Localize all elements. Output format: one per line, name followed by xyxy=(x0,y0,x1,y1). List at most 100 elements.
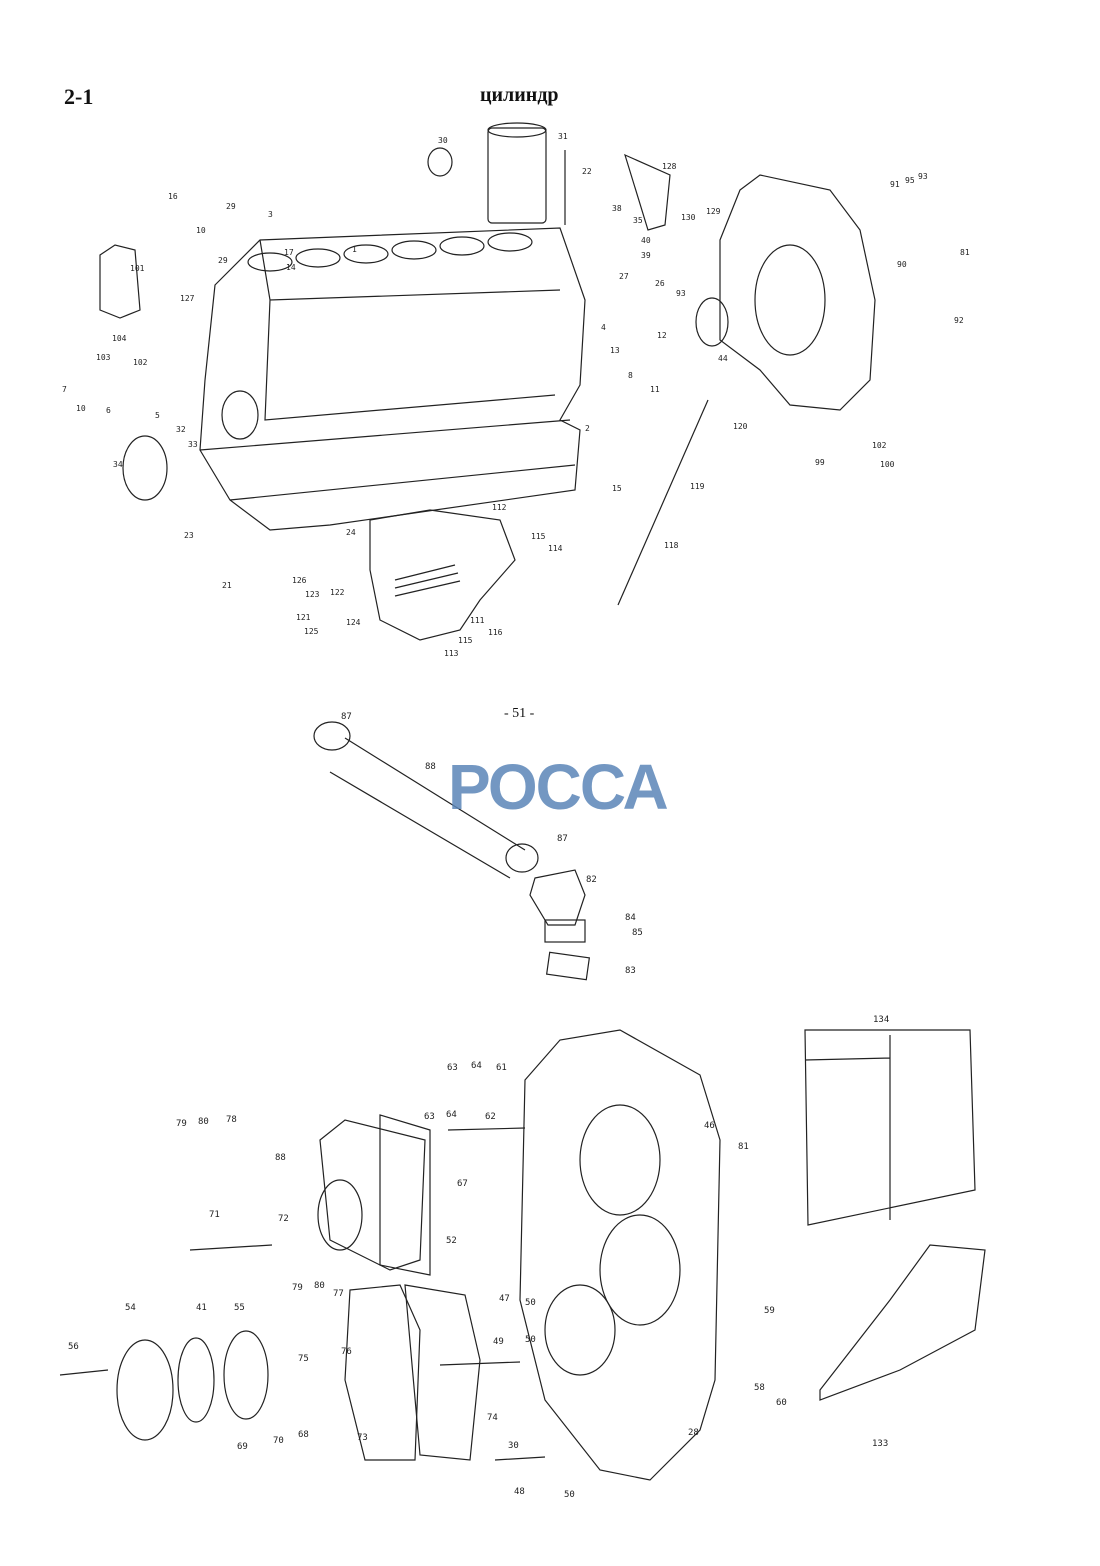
part-number-callout: 31 xyxy=(558,132,568,141)
part-number-callout: 75 xyxy=(298,1354,309,1364)
part-number-callout: 91 xyxy=(890,180,900,189)
part-number-callout: 50 xyxy=(564,1490,575,1500)
part-number-callout: 64 xyxy=(446,1110,457,1120)
part-number-callout: 23 xyxy=(184,531,194,540)
part-number-callout: 124 xyxy=(346,618,361,627)
part-number-callout: 27 xyxy=(619,272,629,281)
part-number-callout: 90 xyxy=(897,260,907,269)
part-number-callout: 1 xyxy=(352,245,357,254)
part-number-callout: 33 xyxy=(188,440,198,449)
part-number-callout: 8 xyxy=(628,371,633,380)
part-number-callout: 72 xyxy=(278,1214,289,1224)
part-number-callout: 118 xyxy=(664,541,679,550)
part-number-callout: 41 xyxy=(196,1303,207,1313)
part-number-callout: 100 xyxy=(880,460,895,469)
part-number-callout: 81 xyxy=(960,248,970,257)
part-number-callout: 87 xyxy=(341,712,352,722)
intake-pipe-drawing xyxy=(313,721,591,981)
part-number-callout: 115 xyxy=(458,636,473,645)
part-number-callout: 3 xyxy=(268,210,273,219)
part-number-callout: 74 xyxy=(487,1413,498,1423)
part-number-callout: 67 xyxy=(457,1179,468,1189)
part-number-callout: 134 xyxy=(873,1015,890,1025)
part-number-callout: 38 xyxy=(612,204,622,213)
part-number-callout: 63 xyxy=(424,1112,435,1122)
part-number-callout: 71 xyxy=(209,1210,220,1220)
part-number-callout: 76 xyxy=(341,1347,352,1357)
part-number-callout: 59 xyxy=(764,1306,775,1316)
part-number-callout: 63 xyxy=(447,1063,458,1073)
part-number-callout: 121 xyxy=(296,613,311,622)
part-number-callout: 47 xyxy=(499,1294,510,1304)
part-number-callout: 30 xyxy=(508,1441,519,1451)
part-number-callout: 93 xyxy=(676,289,686,298)
part-number-callout: 58 xyxy=(754,1383,765,1393)
part-number-callout: 29 xyxy=(218,256,228,265)
part-number-callout: 48 xyxy=(514,1487,525,1497)
page-title: цилиндр xyxy=(480,84,559,106)
part-number-callout: 93 xyxy=(918,172,928,181)
part-number-callout: 7 xyxy=(62,385,67,394)
part-number-callout: 60 xyxy=(776,1398,787,1408)
part-number-callout: 40 xyxy=(641,236,651,245)
part-number-callout: 10 xyxy=(76,404,86,413)
part-number-callout: 126 xyxy=(292,576,307,585)
part-number-callout: 127 xyxy=(180,294,195,303)
page-number: - 51 - xyxy=(504,706,535,721)
part-number-callout: 87 xyxy=(557,834,568,844)
section-number: 2-1 xyxy=(64,84,94,109)
part-number-callout: 21 xyxy=(222,581,232,590)
part-number-callout: 78 xyxy=(226,1115,237,1125)
part-number-callout: 69 xyxy=(237,1442,248,1452)
part-number-callout: 82 xyxy=(586,875,597,885)
part-number-callout: 128 xyxy=(662,162,677,171)
part-number-callout: 11 xyxy=(650,385,660,394)
part-number-callout: 129 xyxy=(706,207,721,216)
part-number-callout: 44 xyxy=(718,354,728,363)
part-number-callout: 104 xyxy=(112,334,127,343)
part-number-callout: 4 xyxy=(601,323,606,332)
part-number-callout: 88 xyxy=(275,1153,286,1163)
watermark-logo: РОССА xyxy=(448,751,669,823)
part-number-callout: 6 xyxy=(106,406,111,415)
part-number-callout: 101 xyxy=(130,264,145,273)
part-number-callout: 115 xyxy=(531,532,546,541)
part-number-callout: 84 xyxy=(625,913,636,923)
part-number-callout: 54 xyxy=(125,1303,136,1313)
part-number-callout: 29 xyxy=(226,202,236,211)
part-number-callout: 85 xyxy=(632,928,643,938)
part-number-callout: 92 xyxy=(954,316,964,325)
part-number-callout: 17 xyxy=(284,248,294,257)
part-number-callout: 68 xyxy=(298,1430,309,1440)
part-number-callout: 102 xyxy=(872,441,887,450)
part-number-callout: 99 xyxy=(815,458,825,467)
part-number-callout: 46 xyxy=(704,1121,715,1131)
part-number-callout: 112 xyxy=(492,503,507,512)
part-number-callout: 49 xyxy=(493,1337,504,1347)
part-number-callout: 32 xyxy=(176,425,186,434)
part-number-callout: 50 xyxy=(525,1298,536,1308)
part-number-callout: 95 xyxy=(905,176,915,185)
part-number-callout: 13 xyxy=(610,346,620,355)
part-number-callout: 120 xyxy=(733,422,748,431)
part-number-callout: 116 xyxy=(488,628,503,637)
part-number-callout: 56 xyxy=(68,1342,79,1352)
part-number-callout: 2 xyxy=(585,424,590,433)
part-number-callout: 22 xyxy=(582,167,592,176)
part-number-callout: 73 xyxy=(357,1433,368,1443)
part-number-callout: 130 xyxy=(681,213,696,222)
part-number-callout: 79 xyxy=(176,1119,187,1129)
part-number-callout: 70 xyxy=(273,1436,284,1446)
part-number-callout: 10 xyxy=(196,226,206,235)
part-number-callout: 133 xyxy=(872,1439,889,1449)
part-number-callout: 30 xyxy=(438,136,448,145)
part-number-callout: 26 xyxy=(655,279,665,288)
part-number-callout: 79 xyxy=(292,1283,303,1293)
part-number-callout: 83 xyxy=(625,966,636,976)
part-number-callout: 39 xyxy=(641,251,651,260)
part-number-callout: 114 xyxy=(548,544,563,553)
part-number-callout: 102 xyxy=(133,358,148,367)
part-number-callout: 125 xyxy=(304,627,319,636)
part-number-callout: 15 xyxy=(612,484,622,493)
part-number-callout: 123 xyxy=(305,590,320,599)
